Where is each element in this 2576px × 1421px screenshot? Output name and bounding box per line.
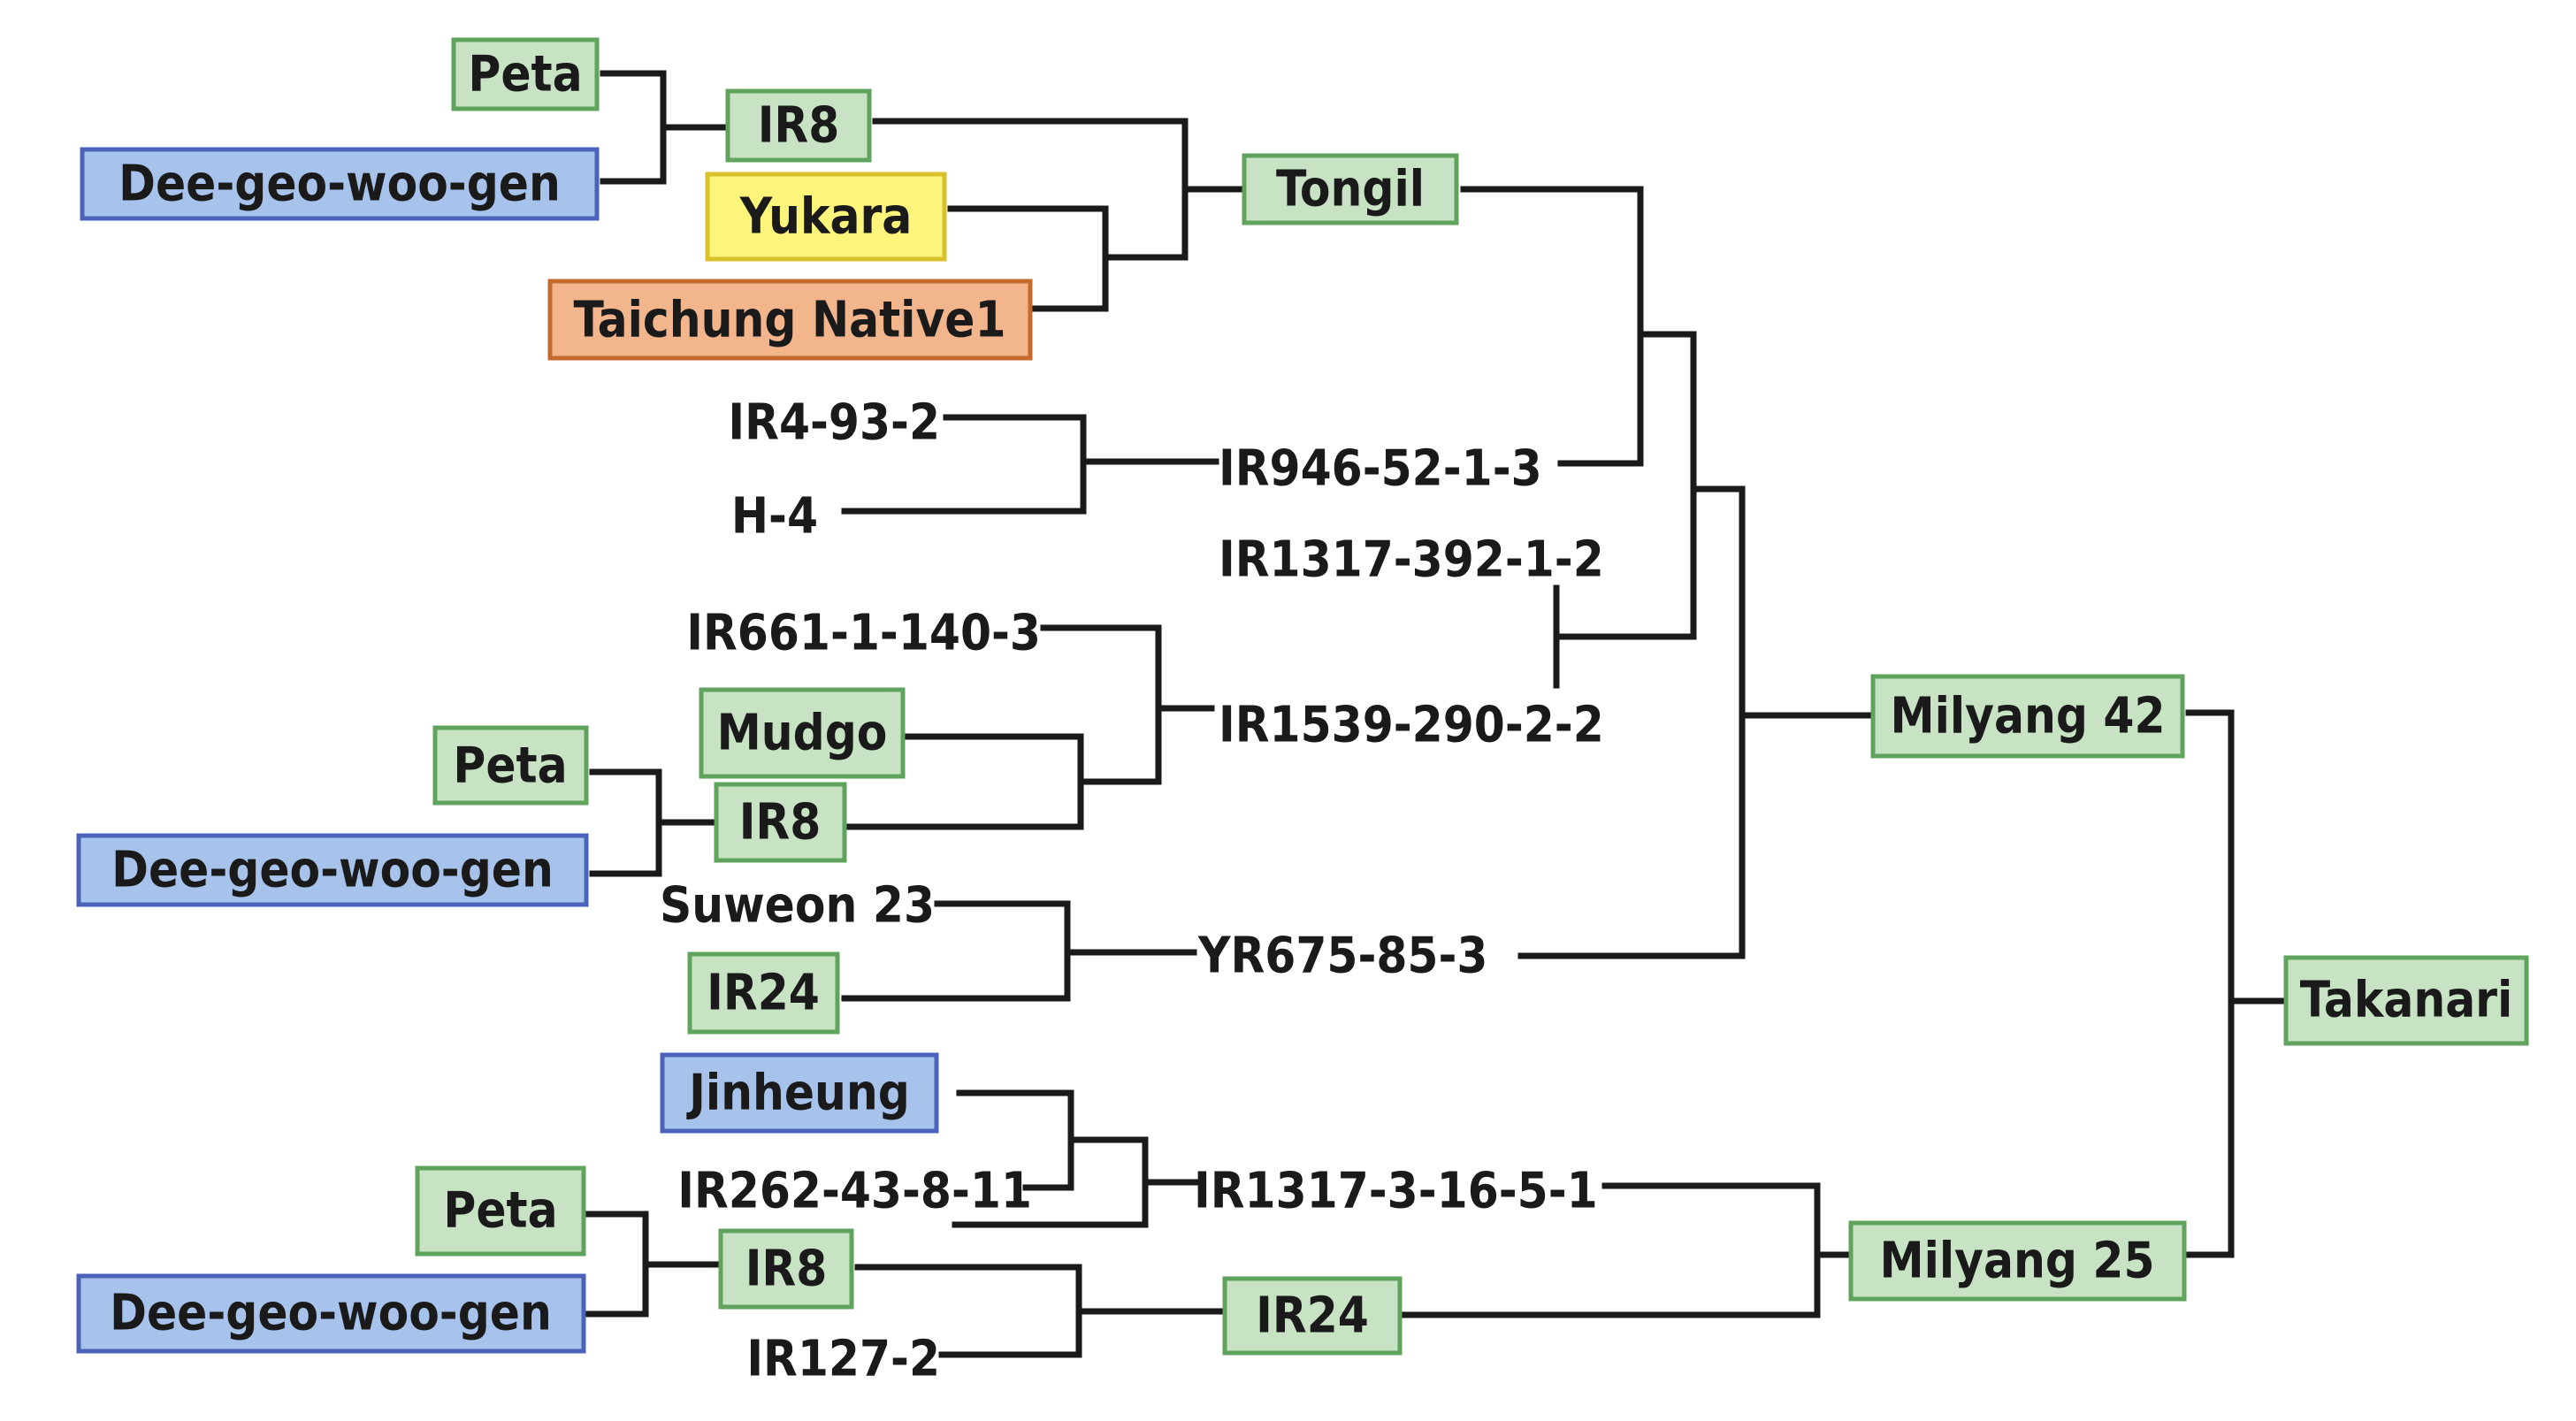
node-label: Tongil <box>1276 161 1425 218</box>
node-ir262-43-8-11: IR262-43-8-11 <box>677 1163 1032 1220</box>
node-box <box>660 1052 939 1134</box>
node-label: IR8 <box>758 97 840 155</box>
node-box <box>687 951 840 1035</box>
node-box <box>432 725 589 806</box>
node-box <box>1222 1276 1403 1356</box>
node-yr675-85-3: YR675-85-3 <box>1197 928 1487 985</box>
node-ir127-2: IR127-2 <box>746 1331 940 1388</box>
node-ir8: IR8 <box>714 782 847 863</box>
node-ir8: IR8 <box>725 88 872 163</box>
node-ir1539-290-2-2: IR1539-290-2-2 <box>1219 697 1604 754</box>
node-box <box>1848 1220 2187 1302</box>
node-dee-geo-woo-gen: Dee-geo-woo-gen <box>76 833 589 907</box>
node-label: IR24 <box>1256 1287 1369 1345</box>
node-box <box>547 279 1033 361</box>
node-ir24: IR24 <box>1222 1276 1403 1356</box>
node-jinheung: Jinheung <box>660 1052 939 1134</box>
node-h-4: H-4 <box>731 488 818 546</box>
node-label: Dee-geo-woo-gen <box>111 842 554 899</box>
node-peta: Peta <box>415 1165 586 1257</box>
node-box <box>76 833 589 907</box>
node-label: IR4-93-2 <box>728 394 940 452</box>
node-label: Jinheung <box>686 1065 910 1122</box>
node-ir24: IR24 <box>687 951 840 1035</box>
node-label: H-4 <box>731 488 818 546</box>
node-box <box>415 1165 586 1257</box>
node-label: Milyang 42 <box>1890 688 2165 745</box>
connector-line <box>841 733 1084 830</box>
node-box <box>718 1228 854 1310</box>
connector-line <box>585 1211 649 1318</box>
node-label: IR8 <box>745 1241 828 1298</box>
node-milyang-42: Milyang 42 <box>1870 674 2185 759</box>
connector-line <box>1460 186 1644 467</box>
node-label: IR24 <box>707 965 820 1022</box>
node-suweon-23: Suweon 23 <box>660 877 935 935</box>
node-label: Dee-geo-woo-gen <box>118 156 561 213</box>
node-taichung-native1: Taichung Native1 <box>547 279 1033 361</box>
node-label: Suweon 23 <box>660 877 935 935</box>
node-label: Takanari <box>2300 972 2513 1029</box>
connector-line <box>1553 331 1697 640</box>
node-label: IR262-43-8-11 <box>677 1163 1032 1220</box>
connector-line <box>600 70 667 185</box>
node-ir1317-3-16-5-1: IR1317-3-16-5-1 <box>1194 1163 1598 1220</box>
connector-line <box>1401 1182 1821 1318</box>
node-ir4-93-2: IR4-93-2 <box>728 394 940 452</box>
node-ir946-52-1-3: IR946-52-1-3 <box>1219 440 1542 498</box>
node-box <box>1870 674 2185 759</box>
node-box <box>705 172 947 262</box>
node-label: IR8 <box>739 794 822 852</box>
connector-line <box>2185 709 2235 1258</box>
node-label: Dee-geo-woo-gen <box>110 1285 552 1342</box>
node-box <box>1242 153 1459 225</box>
node-tongil: Tongil <box>1242 153 1459 225</box>
node-box <box>725 88 872 163</box>
node-box <box>451 37 600 111</box>
node-label: Peta <box>443 1182 557 1240</box>
node-label: IR1317-392-1-2 <box>1219 531 1604 589</box>
connector-line <box>1517 485 1746 959</box>
node-label: IR661-1-140-3 <box>686 605 1041 662</box>
node-box <box>2283 955 2529 1046</box>
node-ir1317-392-1-2: IR1317-392-1-2 <box>1219 531 1604 589</box>
connector-lines <box>585 70 2291 1358</box>
node-label: Peta <box>453 737 567 795</box>
node-mudgo: Mudgo <box>699 687 906 779</box>
node-label: IR946-52-1-3 <box>1219 440 1542 498</box>
node-label: Milyang 25 <box>1879 1233 2154 1290</box>
node-box <box>76 1273 586 1354</box>
node-dee-geo-woo-gen: Dee-geo-woo-gen <box>80 147 600 221</box>
node-box <box>699 687 906 779</box>
node-label: IR127-2 <box>746 1331 940 1388</box>
connector-line <box>589 768 662 877</box>
node-box <box>714 782 847 863</box>
node-peta: Peta <box>432 725 589 806</box>
node-label: Taichung Native1 <box>573 292 1005 349</box>
node-milyang-25: Milyang 25 <box>1848 1220 2187 1302</box>
node-label: IR1317-3-16-5-1 <box>1194 1163 1598 1220</box>
nodes: Peta Dee-geo-woo-gen IR8 Yukara Taichung… <box>76 37 2529 1388</box>
node-label: Mudgo <box>717 705 888 762</box>
node-box <box>80 147 600 221</box>
node-ir8: IR8 <box>718 1228 854 1310</box>
node-dee-geo-woo-gen: Dee-geo-woo-gen <box>76 1273 586 1354</box>
connector-line <box>872 118 1189 261</box>
node-yukara: Yukara <box>705 172 947 262</box>
node-takanari: Takanari <box>2283 955 2529 1046</box>
node-label: Yukara <box>739 188 913 246</box>
connector-line <box>952 1136 1149 1228</box>
node-label: Peta <box>468 46 582 103</box>
node-label: YR675-85-3 <box>1197 928 1487 985</box>
node-ir661-1-140-3: IR661-1-140-3 <box>686 605 1041 662</box>
connector-line <box>1040 624 1162 785</box>
node-label: IR1539-290-2-2 <box>1219 697 1604 754</box>
node-peta: Peta <box>451 37 600 111</box>
